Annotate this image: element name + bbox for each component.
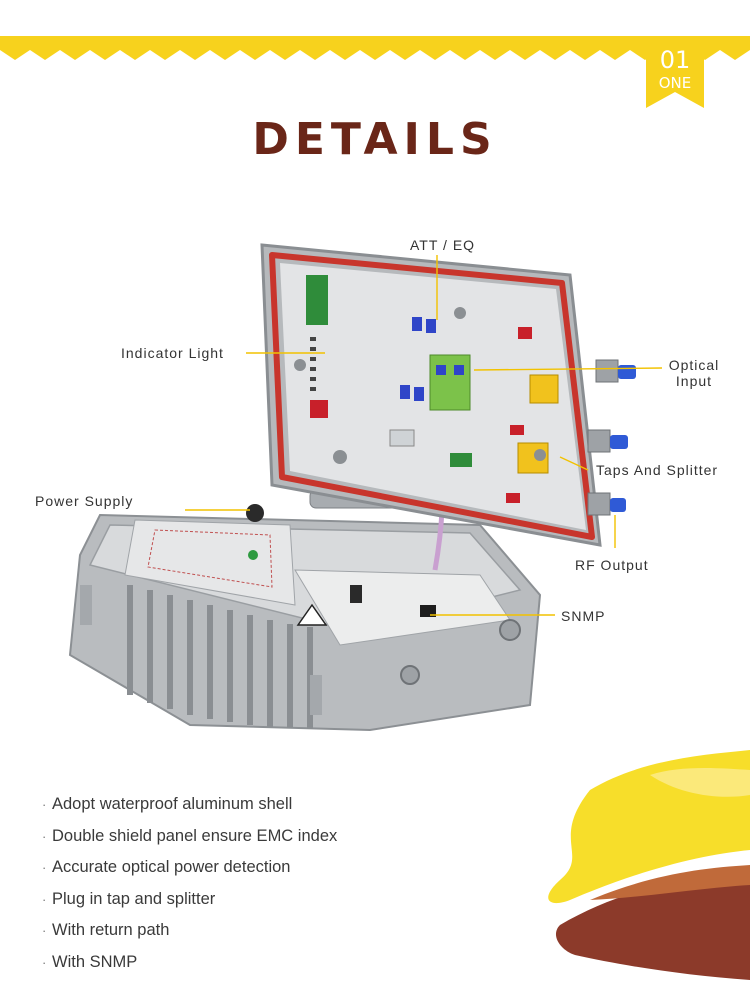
callout-optical-input-line1: Optical [668,357,720,373]
brush-stroke-decoration [548,750,750,980]
callout-taps-splitter: Taps And Splitter [596,462,719,478]
callout-indicator-light: Indicator Light [121,345,224,361]
feature-text: Double shield panel ensure EMC index [52,826,338,845]
feature-bullet: · [42,891,47,907]
callout-snmp: SNMP [561,608,606,624]
callout-optical-input: Optical Input [662,357,726,389]
callout-att-eq: ATT / EQ [410,237,476,253]
feature-text: Adopt waterproof aluminum shell [52,795,293,813]
callout-power-supply: Power Supply [35,493,134,509]
section-badge: 01 ONE [646,40,704,108]
callout-rf-output: RF Output [575,557,649,573]
page-title: DETAILS [252,114,498,165]
feature-bullet: · [42,954,47,970]
optical-node-illustration [68,243,663,732]
feature-bullet: · [42,860,47,876]
lid [260,243,602,547]
feature-bullet: · [42,828,47,844]
feature-bullet: · [42,923,47,939]
badge-word: ONE [658,74,692,92]
zigzag-top-border [0,36,750,60]
feature-text: Accurate optical power detection [52,858,291,877]
bottom-housing [68,504,542,732]
side-connectors [587,359,636,516]
badge-number: 01 [659,46,691,74]
feature-bullet: · [42,797,47,812]
feature-text: With return path [52,921,170,940]
feature-text: With SNMP [52,952,138,971]
callout-optical-input-line2: Input [675,373,713,389]
feature-text: Plug in tap and splitter [52,889,216,908]
